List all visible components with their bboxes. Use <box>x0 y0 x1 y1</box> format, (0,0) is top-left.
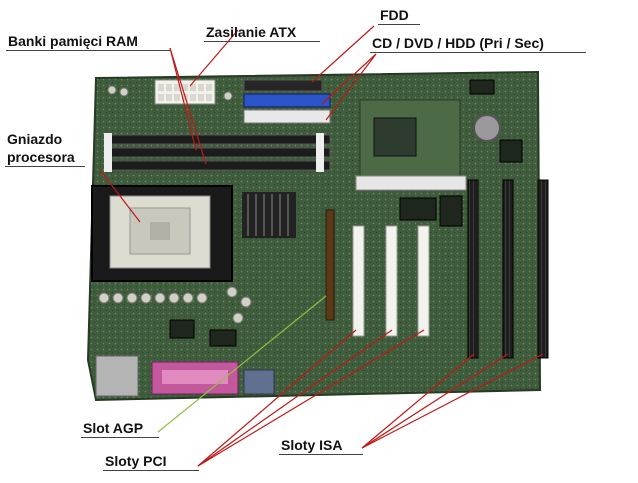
pci-callout-c <box>197 329 425 467</box>
drives-callout-b <box>325 53 377 121</box>
underline-isa <box>279 454 363 455</box>
capacitors <box>98 85 252 324</box>
label-pci: Sloty PCI <box>105 453 167 469</box>
pci-callout-a <box>197 329 357 467</box>
underline-fdd <box>378 24 420 25</box>
underline-agp <box>81 437 159 438</box>
callout-lines <box>99 25 544 467</box>
pci-callout-b <box>197 329 393 467</box>
atx-power-connector <box>154 79 216 105</box>
north-bridge <box>355 99 467 191</box>
cmos-battery <box>473 114 501 142</box>
drive-headers <box>243 79 331 124</box>
label-ram: Banki pamięci RAM <box>8 33 138 49</box>
misc-chips <box>169 79 523 347</box>
label-atx: Zasilanie ATX <box>206 24 297 40</box>
isa-slots <box>467 179 549 359</box>
isa-callout-b <box>361 353 509 449</box>
underline-drives <box>370 52 586 53</box>
underline-pci <box>103 470 199 471</box>
underline-ram <box>6 50 170 51</box>
label-fdd: FDD <box>380 7 409 23</box>
label-cpu-line2: procesora <box>7 149 75 165</box>
label-drives: CD / DVD / HDD (Pri / Sec) <box>372 35 544 51</box>
cpu-socket <box>91 185 233 282</box>
underline-atx <box>204 41 320 42</box>
label-agp: Slot AGP <box>83 420 144 436</box>
fdd-callout <box>311 25 375 83</box>
underline-cpu <box>5 166 85 167</box>
label-isa: Sloty ISA <box>281 437 343 453</box>
cpu-callout <box>99 169 141 223</box>
ram-callout <box>169 47 207 165</box>
label-cpu-line1: Gniazdo <box>7 131 63 147</box>
pci-slots <box>352 225 430 337</box>
isa-callout-c <box>361 353 544 449</box>
ram-callout-b <box>169 47 197 151</box>
drives-callout-a <box>321 53 377 105</box>
atx-callout <box>189 29 239 87</box>
heatsink <box>242 192 296 238</box>
isa-callout-a <box>361 353 475 449</box>
agp-callout <box>157 295 327 433</box>
agp-slot <box>325 209 335 321</box>
rear-connectors <box>95 355 275 397</box>
ram-slots <box>104 133 331 172</box>
